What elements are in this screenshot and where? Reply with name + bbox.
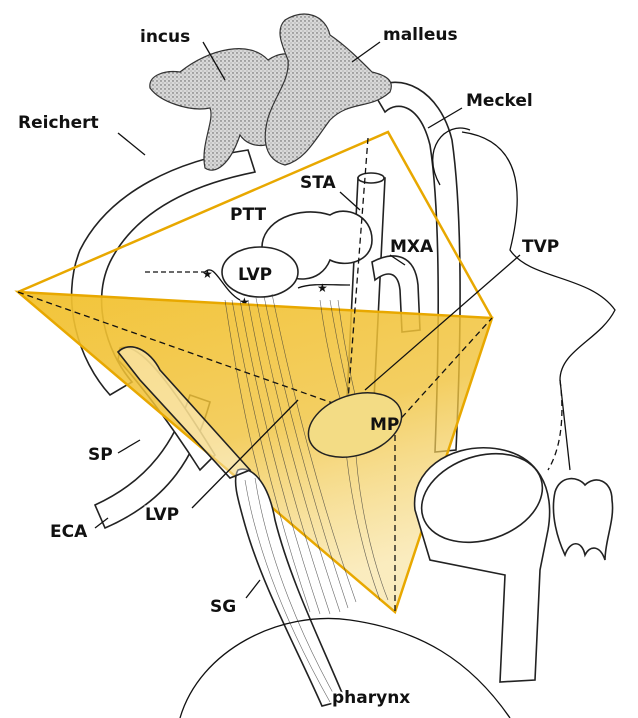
label-incus: incus bbox=[140, 27, 190, 47]
label-meckel: Meckel bbox=[466, 91, 533, 111]
label-ptt: PTT bbox=[230, 205, 266, 225]
label-mp: MP bbox=[370, 415, 399, 435]
label-mxa: MXA bbox=[390, 237, 434, 257]
label-lvp-lower: LVP bbox=[145, 505, 179, 525]
star-marker-1: ★ bbox=[202, 267, 213, 281]
label-tvp: TVP bbox=[522, 237, 559, 257]
star-marker-3: ★ bbox=[317, 281, 328, 295]
label-reichert: Reichert bbox=[18, 113, 99, 133]
tooth bbox=[553, 479, 612, 560]
label-sg: SG bbox=[210, 597, 236, 617]
malleus-bone bbox=[265, 14, 391, 165]
label-sta: STA bbox=[300, 173, 337, 193]
mandible-dashed bbox=[548, 380, 562, 470]
label-pharynx: pharynx bbox=[332, 688, 410, 708]
sta-top bbox=[358, 173, 384, 183]
label-lvp-upper: LVP bbox=[238, 265, 272, 285]
label-sp: SP bbox=[88, 445, 113, 465]
label-malleus: malleus bbox=[383, 25, 458, 45]
label-eca: ECA bbox=[50, 522, 88, 542]
